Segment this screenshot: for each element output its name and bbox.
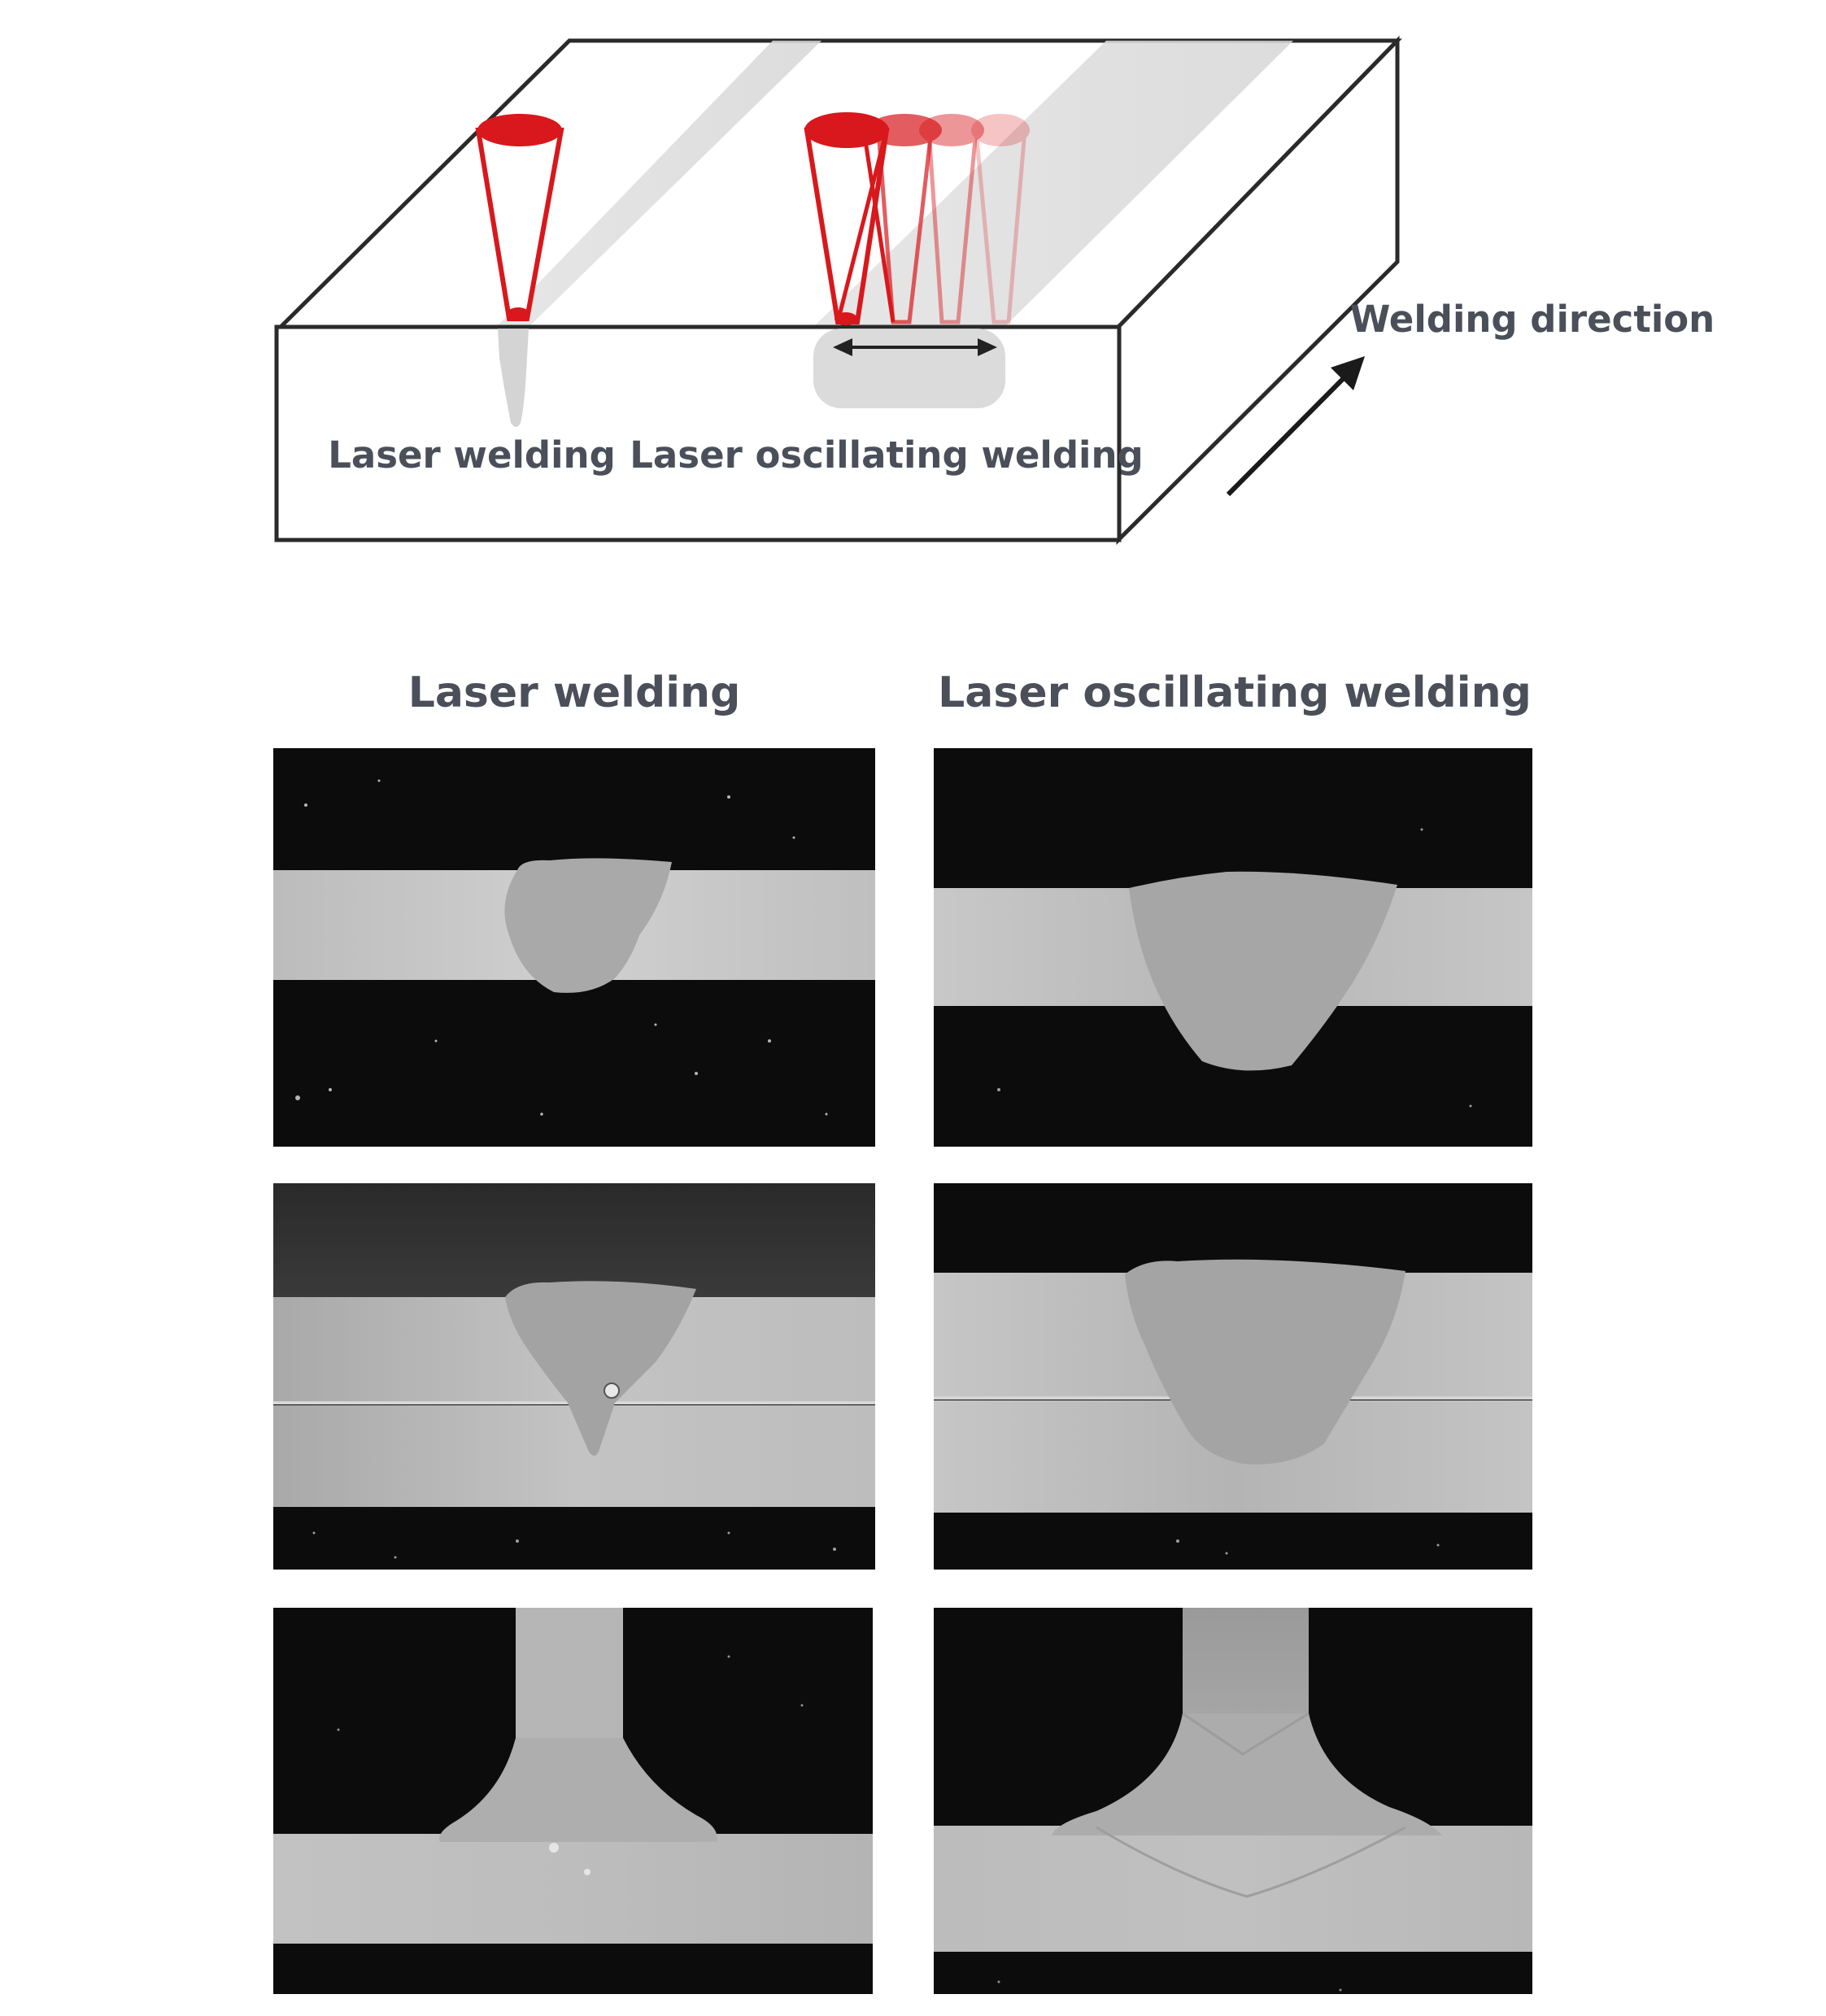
column-title-oscillating-welding: Laser oscillating welding [938, 668, 1532, 717]
wide-pool-shadow [813, 329, 1005, 408]
keyhole-shadow [498, 329, 529, 427]
flange-plate [934, 1826, 1532, 1952]
micrograph-laser-tjoint [273, 1608, 873, 1994]
workpiece-diagram: Laser welding Laser oscillating welding … [274, 35, 1715, 546]
weld-seam-wide [813, 41, 1293, 327]
micrograph-oscillating-tjoint [934, 1608, 1532, 1994]
porosity [604, 1382, 620, 1399]
label-welding-direction: Welding direction [1350, 298, 1715, 341]
oscillation-arrow-icon [833, 338, 997, 356]
fillet-weld [439, 1738, 717, 1842]
micrograph-laser-lap [273, 1183, 875, 1570]
weld-bead [1129, 871, 1397, 1071]
fillet-weld [1052, 1713, 1442, 1835]
porosity [584, 1869, 591, 1875]
micrograph-oscillating-butt [934, 748, 1532, 1147]
laser-beam-single [475, 114, 564, 321]
weld-seam-narrow [496, 41, 821, 327]
column-title-laser-welding: Laser welding [407, 668, 741, 717]
welding-direction-arrow-icon [1226, 356, 1365, 497]
label-laser-welding: Laser welding [328, 433, 616, 477]
micrograph-oscillating-lap [934, 1183, 1532, 1570]
lower-sheet [273, 1405, 875, 1507]
label-oscillating-welding: Laser oscillating welding [630, 433, 1143, 477]
porosity [549, 1843, 559, 1853]
weld-bead [505, 1281, 696, 1456]
micrograph-laser-butt [273, 748, 875, 1147]
weld-bead [504, 858, 672, 993]
laser-beam-oscillating [804, 112, 1030, 325]
flange-plate [273, 1834, 873, 1944]
weld-bead [1125, 1259, 1405, 1465]
